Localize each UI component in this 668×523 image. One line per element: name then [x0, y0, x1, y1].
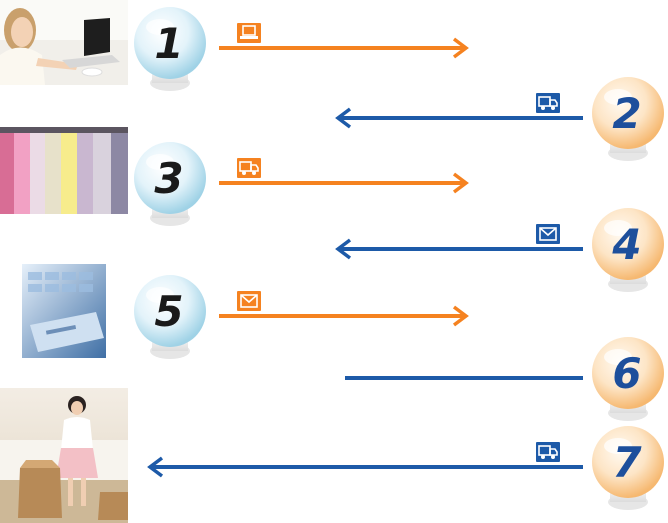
envelope-icon [536, 224, 560, 244]
photo-credit-card-keyboard [22, 264, 106, 358]
arrow-step-7 [147, 456, 583, 478]
truck-icon [536, 442, 560, 462]
step-5-ball: 5 [134, 275, 206, 359]
arrow-step-3 [219, 172, 469, 194]
photo-woman-at-laptop [0, 0, 128, 85]
arrow-step-1 [219, 37, 469, 59]
step-2-number: 2 [612, 89, 641, 138]
truck-icon [536, 93, 560, 113]
step-4-number: 4 [611, 220, 641, 269]
arrow-step-4 [335, 238, 583, 260]
arrow-step-2 [335, 107, 583, 129]
step-2-ball: 2 [592, 77, 664, 161]
arrow-step-5 [219, 305, 469, 327]
truck-icon [237, 158, 261, 178]
photo-woman-with-boxes [0, 388, 128, 523]
step-6-number: 6 [612, 349, 641, 398]
step-7-ball: 7 [592, 426, 664, 510]
step-1-ball: 1 [134, 7, 206, 91]
photo-clothes-rack [0, 127, 128, 214]
step-3-ball: 3 [134, 142, 206, 226]
step-1-number: 1 [154, 19, 183, 68]
step-6-ball: 6 [592, 337, 664, 421]
laptop-icon [237, 23, 261, 43]
step-3-number: 3 [154, 154, 183, 203]
step-4-ball: 4 [592, 208, 664, 292]
envelope-icon [237, 291, 261, 311]
step-7-number: 7 [612, 438, 642, 487]
step-5-number: 5 [154, 287, 183, 336]
